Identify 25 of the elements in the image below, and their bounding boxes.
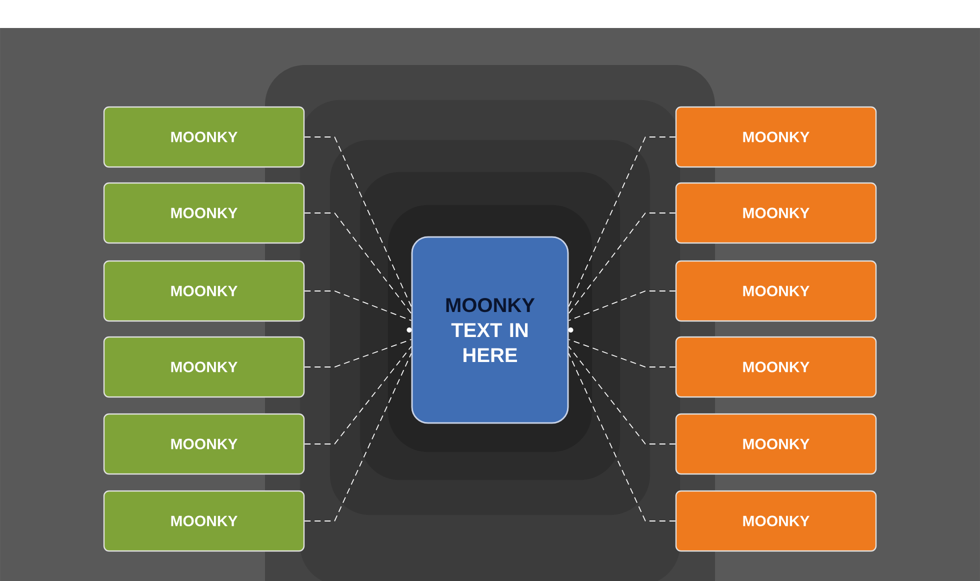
connector-line (304, 136, 412, 307)
connector-line (304, 212, 412, 314)
connector-line (568, 339, 676, 368)
label-box: MOONKY (103, 106, 305, 168)
connector-line (304, 346, 412, 444)
label-box: MOONKY (103, 182, 305, 244)
label-box: MOONKY (103, 336, 305, 398)
connector-line (568, 353, 676, 522)
connector-line (304, 353, 412, 522)
connector-line (568, 212, 676, 314)
label-box: MOONKY (675, 490, 877, 552)
label-box: MOONKY (103, 413, 305, 475)
label-box: MOONKY (103, 490, 305, 552)
label-box: MOONKY (675, 413, 877, 475)
label-box: MOONKY (675, 260, 877, 322)
label-box: MOONKY (675, 336, 877, 398)
connector-line (304, 290, 412, 321)
connector-line (304, 339, 412, 368)
connector-line (568, 290, 676, 321)
label-box: MOONKY (103, 260, 305, 322)
connector-line (568, 346, 676, 444)
center-box: MOONKY TEXT IN HERE (411, 236, 569, 424)
label-box: MOONKY (675, 106, 877, 168)
connector-line (568, 136, 676, 307)
label-box: MOONKY (675, 182, 877, 244)
